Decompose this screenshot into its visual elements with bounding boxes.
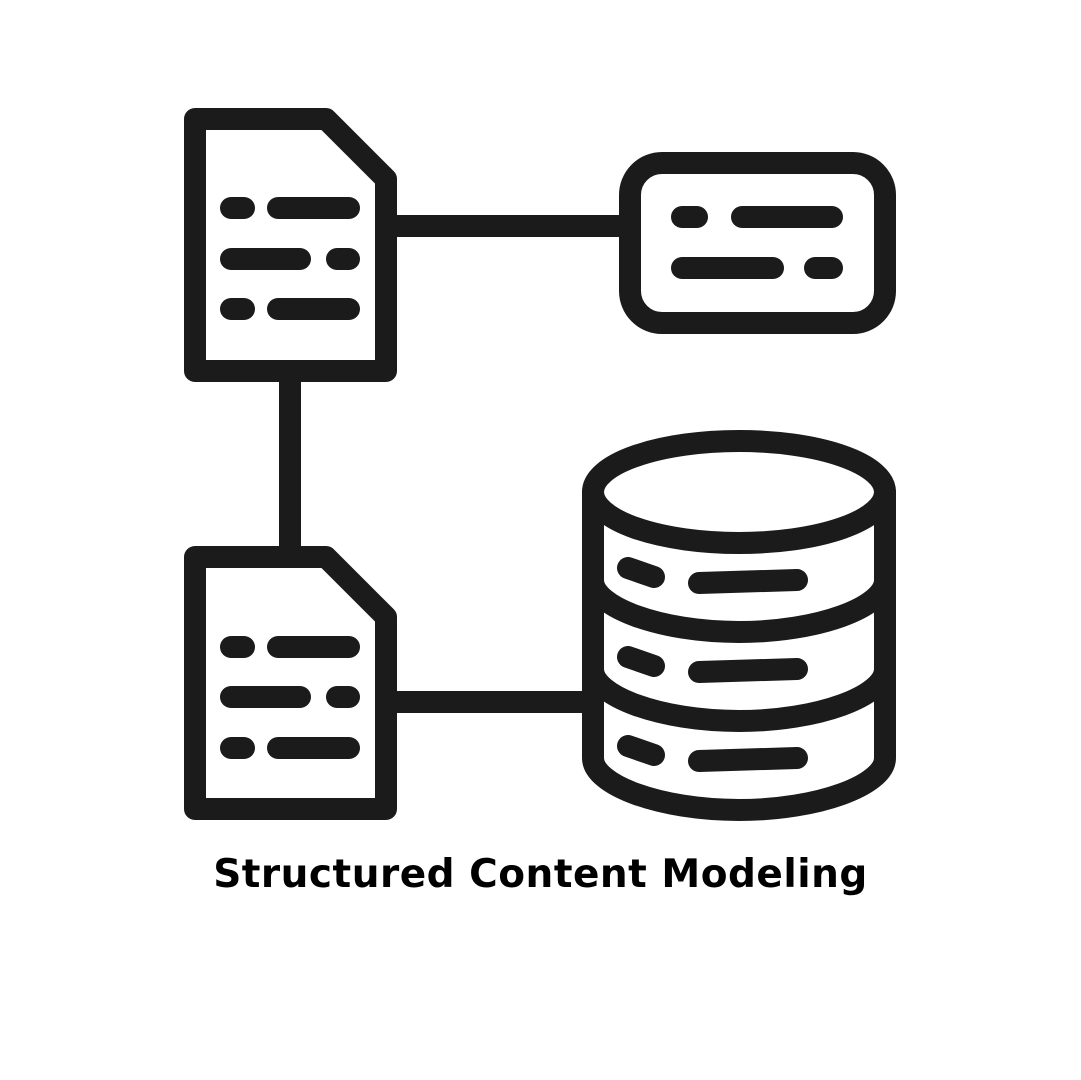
document-icon	[184, 108, 397, 382]
connector-lines	[279, 215, 630, 713]
document-icon	[184, 546, 397, 820]
diagram-caption: Structured Content Modeling	[213, 852, 868, 897]
database-icon	[582, 430, 896, 821]
content-card-icon	[619, 152, 896, 334]
